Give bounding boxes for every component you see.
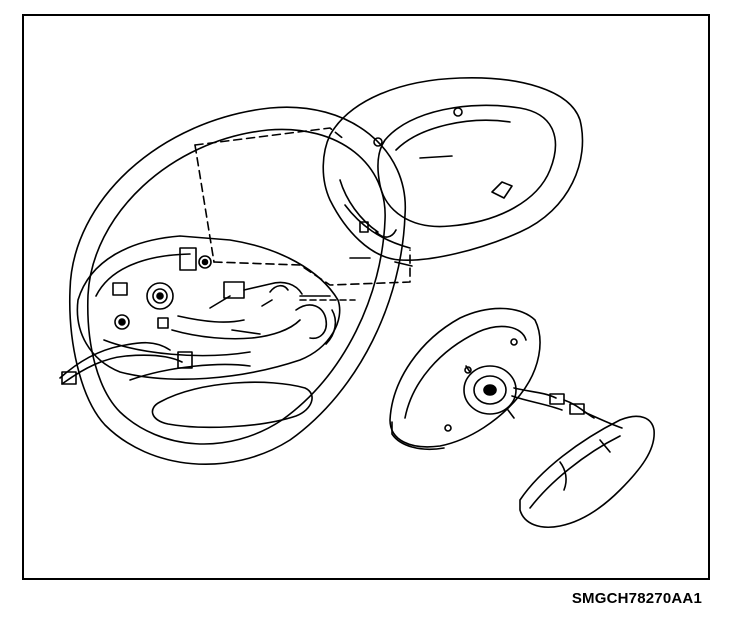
side-bolt: [115, 315, 129, 329]
steering-wheel: [60, 107, 410, 464]
mounting-outline: [195, 128, 345, 145]
trim-cover-body: [520, 416, 654, 527]
airbag-module-upper: [323, 78, 582, 266]
figure-frame: [22, 14, 710, 580]
connector-block: [224, 282, 244, 298]
airbag-module-rear: [390, 308, 622, 449]
steering-wheel-inner-rim: [88, 129, 385, 444]
airbag-cover-outer: [323, 78, 582, 260]
steering-wheel-outer-rim: [70, 107, 406, 464]
lower-spoke-cutout: [152, 382, 312, 427]
module-plug: [550, 394, 564, 404]
center-nut: [147, 283, 173, 309]
module-wiring: [514, 388, 556, 398]
airbag-cover-inner-panel: [378, 105, 555, 226]
harness-plug: [62, 372, 76, 384]
airbag-connector: [492, 182, 512, 198]
module-housing: [390, 308, 540, 446]
inflator-disc: [464, 366, 516, 414]
upper-bolt: [199, 256, 211, 268]
figure-reference-code: SMGCH78270AA1: [571, 590, 702, 607]
trim-cover: [520, 416, 654, 527]
wiring-harness: [60, 343, 170, 378]
